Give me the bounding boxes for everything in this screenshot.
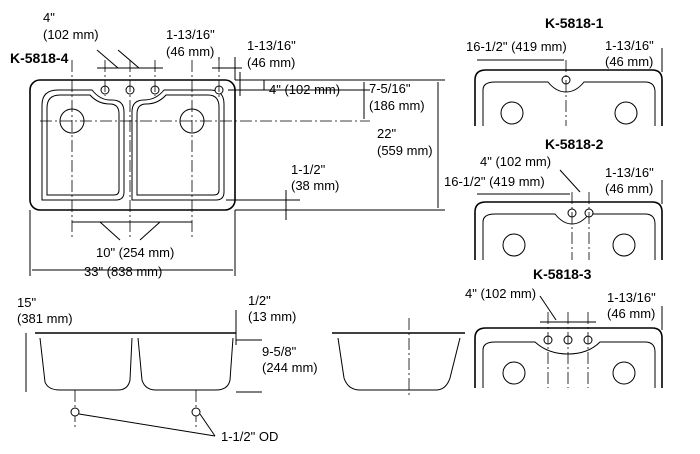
drain-outlet-icon (70, 407, 80, 417)
drain-from-back-in: 7-5/16" (369, 81, 411, 96)
drain-icon (614, 101, 638, 125)
model-label-main: K-5818-4 (10, 50, 69, 66)
deck-setback-mm: (46 mm) (247, 55, 295, 70)
drain-od-label: 1-1/2" OD (221, 429, 278, 444)
drain-icon (500, 101, 524, 125)
v1-hole-width-label: 16-1/2" (419 mm) (466, 39, 567, 54)
leader-line (199, 413, 216, 437)
bowl-depth-mm: (381 mm) (17, 311, 73, 326)
front-section-view (25, 310, 262, 437)
rim-thickness-mm: (13 mm) (248, 309, 296, 324)
leader-line (559, 169, 581, 193)
variant-outline (474, 69, 663, 126)
drain-outlet-icon (191, 407, 201, 417)
drain-icon (502, 361, 526, 385)
rim-to-bottom-mm: (244 mm) (262, 360, 318, 375)
drain-icon (612, 233, 636, 257)
side-section-view (332, 318, 465, 395)
drain-icon (502, 233, 526, 257)
bowl-depth-in: 15" (17, 295, 36, 310)
variant-bowl-outline (482, 341, 656, 388)
variant-outline (474, 327, 663, 388)
v2-setback-mm: (46 mm) (605, 181, 653, 196)
variant3-view (474, 295, 663, 388)
hole-to-drain-label: 4" (102 mm) (269, 82, 340, 97)
model-label-variant2: K-5818-2 (545, 136, 604, 152)
bowl-right-section (137, 337, 234, 391)
deck-setback-in: 1-13/16" (247, 38, 296, 53)
drain-spacing-label: 10" (254 mm) (96, 245, 174, 260)
variant1-view (474, 48, 663, 126)
v3-setback-in: 1-13/16" (607, 290, 656, 305)
sink-rim-outline (29, 79, 236, 211)
v3-spacing-label: 4" (102 mm) (465, 286, 536, 301)
drain-from-back-mm: (186 mm) (369, 98, 425, 113)
bowl-left-section (39, 337, 133, 391)
v2-hole-width-label: 16-1/2" (419 mm) (444, 174, 545, 189)
faucet-offset-in: 1-13/16" (166, 27, 215, 42)
bowl-left-inner (46, 94, 120, 196)
variant2-view (474, 169, 663, 260)
rim-to-bottom-in: 9-5/8" (262, 344, 297, 359)
leader-line (78, 413, 216, 437)
model-label-variant3: K-5818-3 (533, 266, 592, 282)
overall-width-label: 33" (838 mm) (84, 264, 162, 279)
v2-spacing-label: 4" (102 mm) (480, 154, 551, 169)
leader-line (96, 49, 119, 69)
v1-setback-in: 1-13/16" (605, 38, 654, 53)
bowl-side-section (337, 337, 461, 391)
leader-line (99, 221, 121, 241)
variant-bowl-outline (482, 81, 656, 126)
bowl-right-inner (136, 94, 220, 196)
v3-setback-mm: (46 mm) (607, 306, 655, 321)
bowl-right-outline (131, 89, 225, 201)
rim-thickness-in: 1/2" (248, 293, 271, 308)
bowl-left-outline (41, 89, 125, 201)
bowl-front-gap-in: 1-1/2" (291, 162, 326, 177)
leader-line (539, 295, 557, 321)
v2-setback-in: 1-13/16" (605, 165, 654, 180)
v1-setback-mm: (46 mm) (605, 54, 653, 69)
leader-line (139, 221, 161, 241)
depth-front-back-mm: (559 mm) (377, 143, 433, 158)
faucet-offset-mm: (46 mm) (166, 44, 214, 59)
bowl-front-gap-mm: (38 mm) (291, 178, 339, 193)
main-top-view (29, 49, 445, 276)
variant-outline (474, 201, 663, 260)
model-label-variant1: K-5818-1 (545, 15, 604, 31)
depth-front-back-in: 22" (377, 126, 396, 141)
hole-spacing-mm: (102 mm) (43, 27, 99, 42)
leader-line (117, 49, 140, 69)
variant-bowl-outline (482, 213, 656, 260)
drain-icon (612, 361, 636, 385)
hole-spacing-in: 4" (43, 10, 55, 25)
